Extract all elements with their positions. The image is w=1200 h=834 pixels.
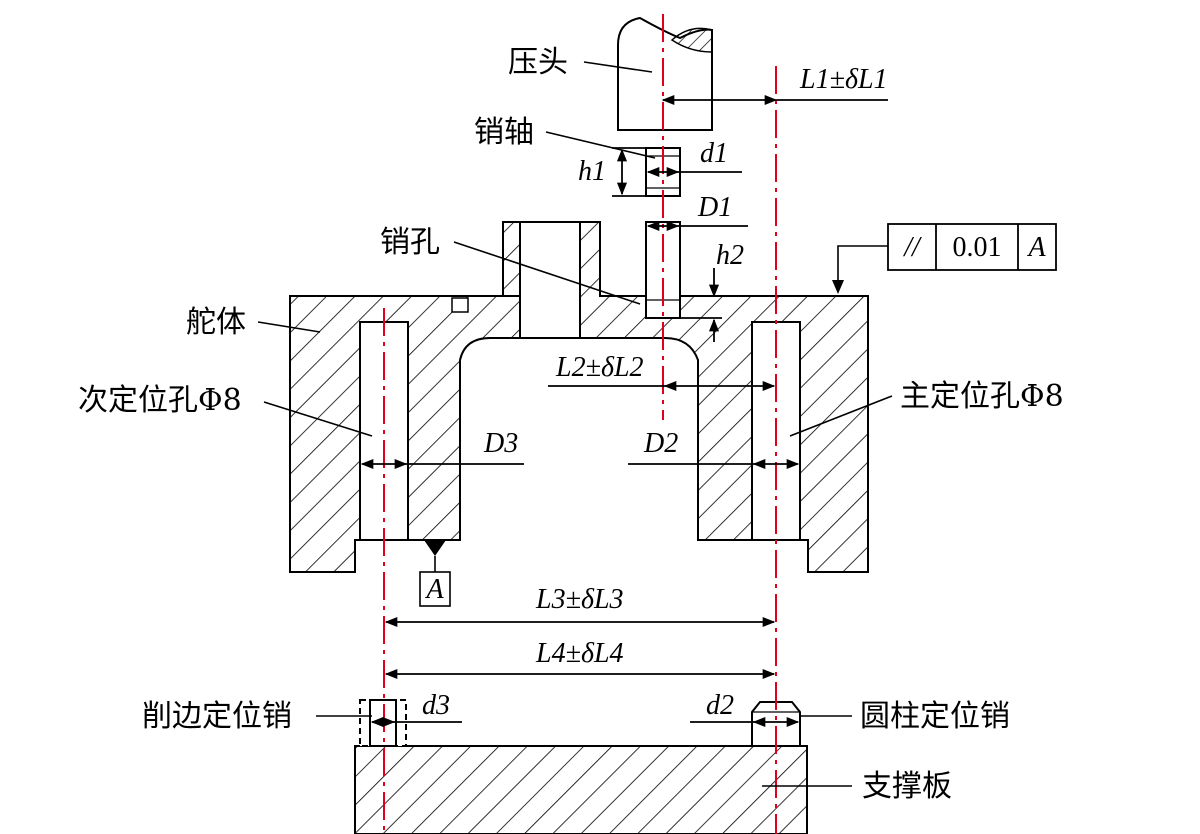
dim-d2-large: D2: [643, 428, 678, 459]
leader-lines: [257, 61, 893, 787]
label-rudder-body: 舵体: [186, 305, 246, 340]
datum-a: A: [419, 540, 451, 607]
support-plate: [354, 699, 808, 834]
dim-h1: h1: [578, 156, 606, 187]
centerlines: [383, 14, 777, 834]
label-secondary-hole: 次定位孔Φ8: [78, 383, 242, 418]
dim-d3-small: d3: [422, 690, 450, 721]
dim-d3-large: D3: [483, 428, 518, 459]
rudder-body: [289, 221, 869, 573]
label-cylinder-pin: 圆柱定位销: [860, 699, 1010, 734]
label-primary-hole: 主定位孔Φ8: [900, 379, 1064, 414]
dim-d1-large: D1: [697, 192, 732, 223]
label-pin-hole: 销孔: [380, 225, 440, 260]
press-head: [617, 16, 713, 131]
parallelism-symbol: //: [902, 232, 922, 263]
dimension-lines: [360, 94, 888, 728]
dim-d1-small: d1: [700, 138, 728, 169]
label-press-head: 压头: [508, 45, 568, 80]
dim-l4: L4±δL4: [535, 638, 624, 669]
tolerance-frame: // 0.01 A: [832, 223, 1057, 294]
dim-h2: h2: [716, 240, 744, 271]
label-support-plate: 支撑板: [862, 769, 952, 804]
datum-a-label: A: [424, 574, 444, 605]
dim-l1: L1±δL1: [799, 64, 888, 95]
dim-l2: L2±δL2: [555, 352, 644, 383]
tolerance-value: 0.01: [953, 232, 1002, 263]
label-pin-shaft: 销轴: [474, 115, 534, 150]
label-diamond-pin: 削边定位销: [142, 699, 292, 734]
tolerance-datum: A: [1026, 232, 1046, 263]
dim-l3: L3±δL3: [535, 584, 624, 615]
dim-d2-small: d2: [706, 690, 734, 721]
